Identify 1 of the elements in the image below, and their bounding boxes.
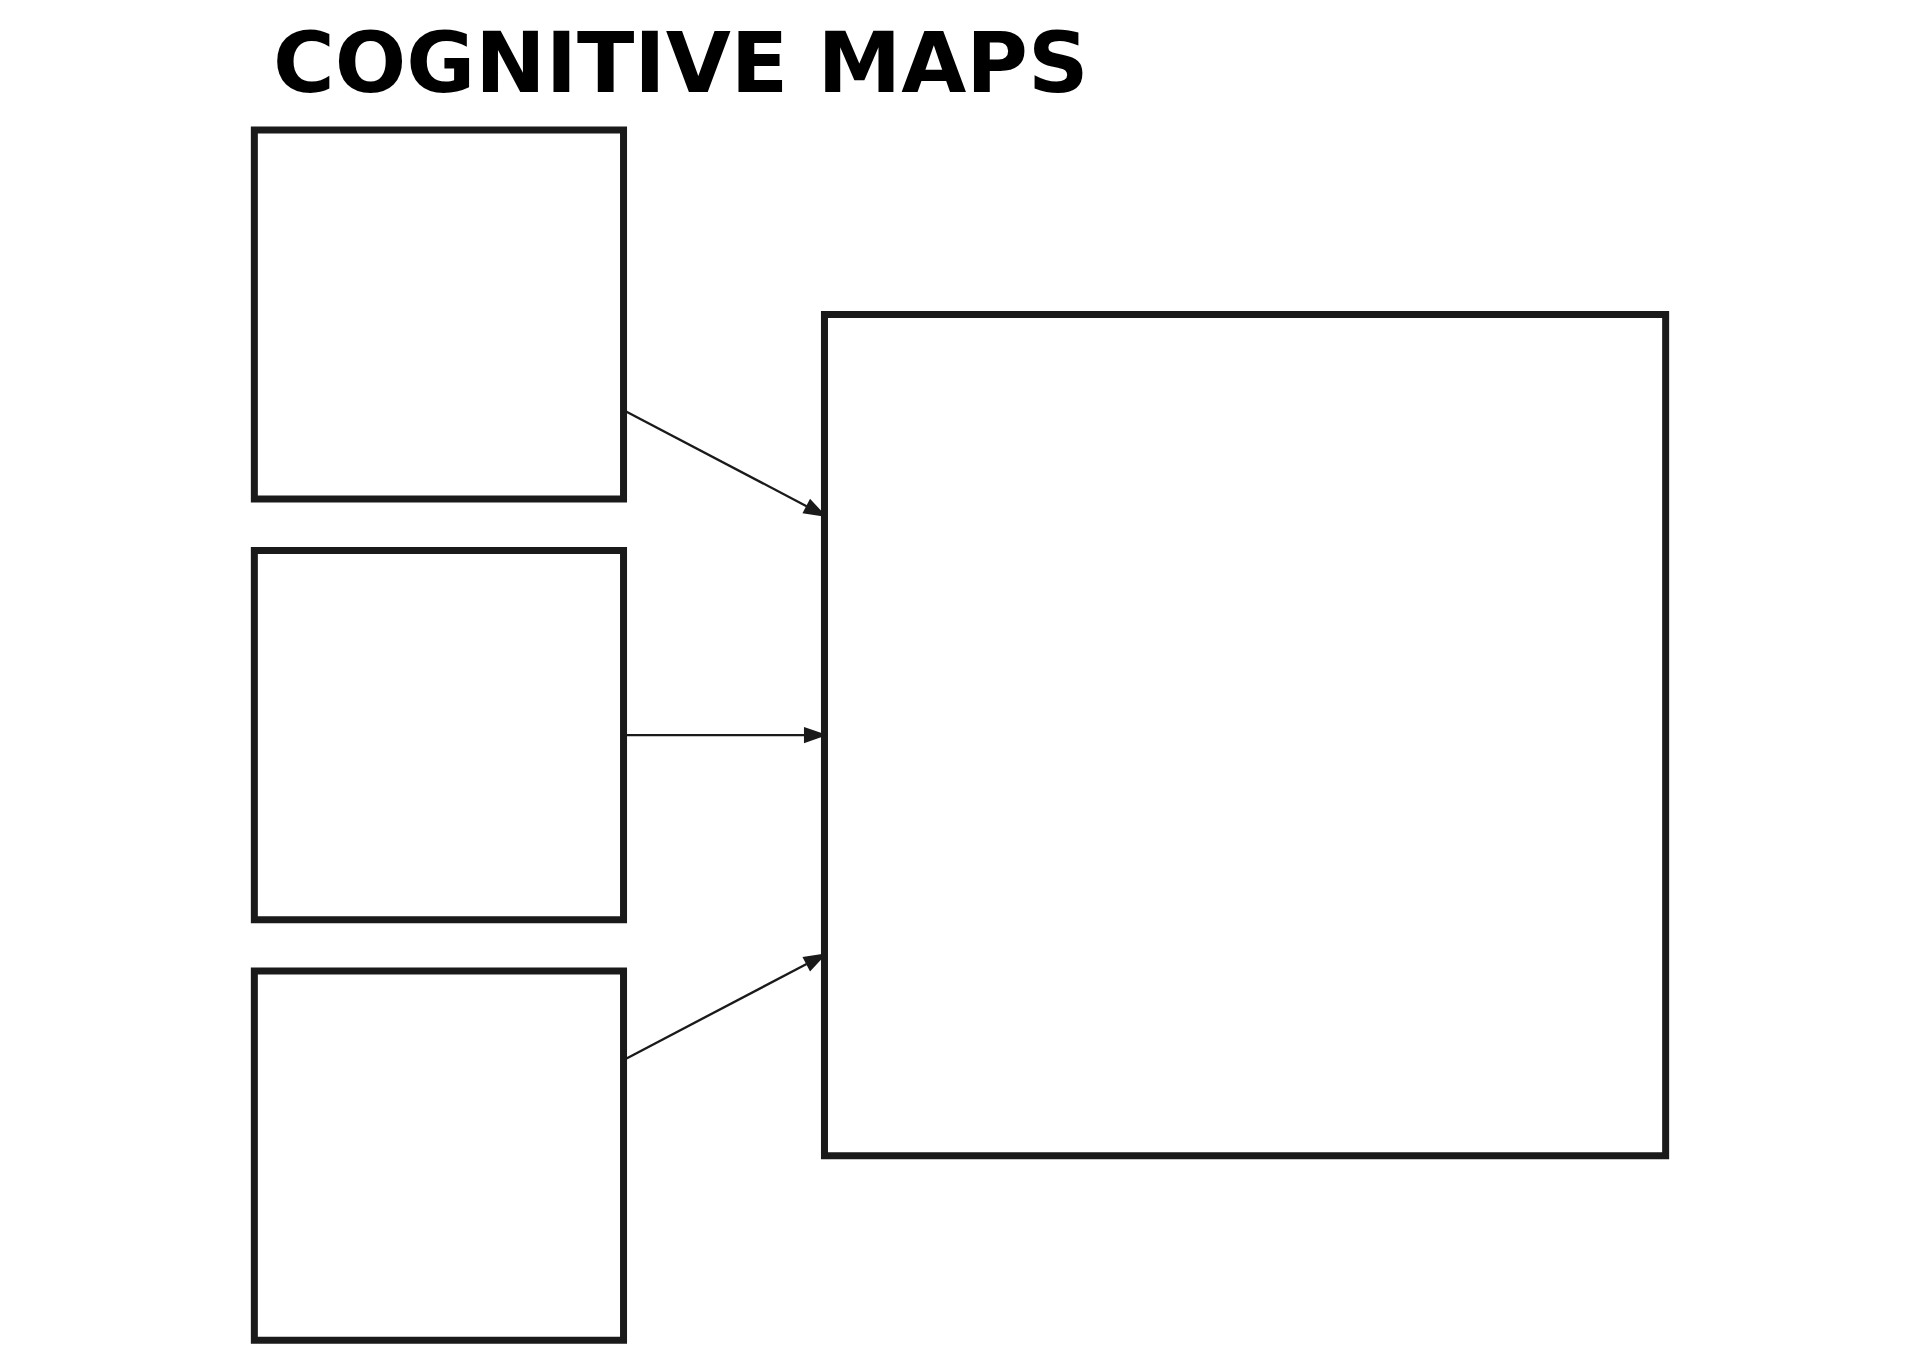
- diagram-title: COGNITIVE MAPS: [273, 14, 1089, 113]
